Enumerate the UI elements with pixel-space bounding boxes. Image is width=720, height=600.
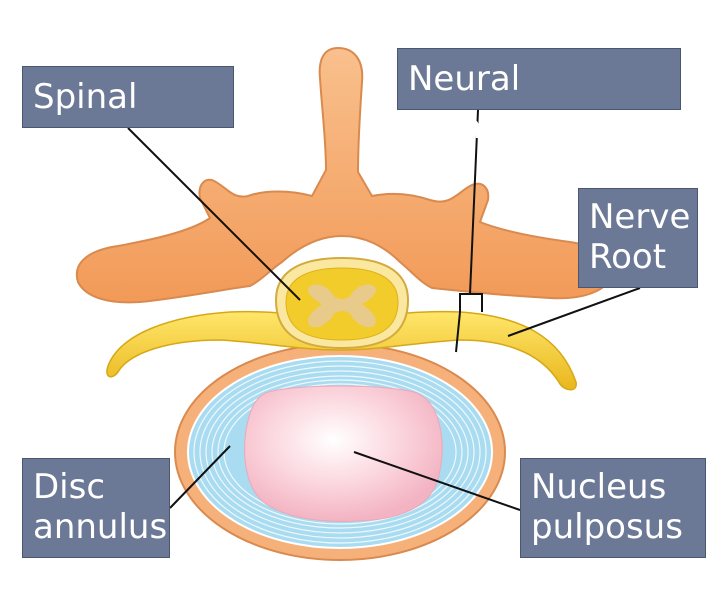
- leader-nucleus-pulposus: [353, 451, 521, 511]
- label-nucleus-pulposus: Nucleus pulposus: [520, 458, 706, 558]
- grey-matter: [308, 284, 376, 328]
- nucleus-pulposus: [244, 385, 443, 522]
- label-neural-foramen: Neural Foramen: [397, 48, 681, 147]
- leader-disc-annulus: [169, 445, 231, 509]
- label-nerve-root: Nerve Root: [578, 188, 698, 288]
- leader-spinal-cord: [127, 127, 301, 301]
- leader-neural-foramen-lower: [455, 311, 461, 353]
- leader-neural-foramen: [469, 109, 479, 295]
- foramen-bracket: [459, 293, 483, 312]
- label-spinal-cord: Spinal Cord: [22, 66, 234, 165]
- vertebra-bone: [75, 46, 614, 304]
- leader-nerve-root: [507, 287, 641, 337]
- leader-lines: [127, 109, 641, 511]
- label-disc-annulus: Disc annulus: [22, 458, 170, 558]
